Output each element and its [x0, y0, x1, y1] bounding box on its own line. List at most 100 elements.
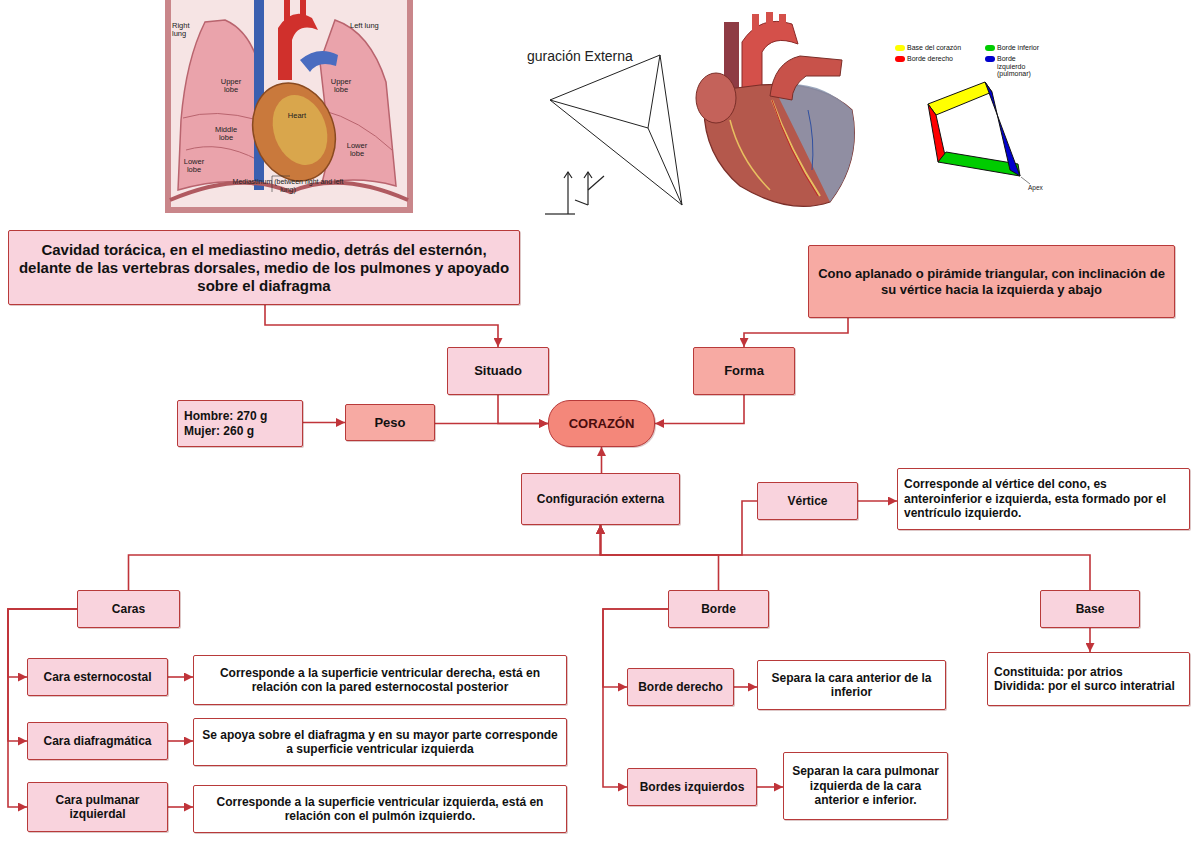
figure-label: Lower lobe — [342, 142, 372, 159]
figure-label: Upper lobe — [326, 78, 356, 95]
drawing-part — [300, 0, 306, 20]
connector-arrow — [435, 423, 548, 425]
node-text: Caras — [84, 602, 173, 616]
drawing-part — [928, 82, 992, 115]
figure-label: Middle lobe — [210, 126, 242, 143]
figure-label: Lower lobe — [180, 158, 208, 175]
concept-box: Cara esternocostal — [27, 658, 168, 696]
drawing-part — [168, 0, 410, 210]
connector-arrow — [858, 500, 897, 502]
concept-box: Corresponde al vértice del cono, es ante… — [897, 468, 1190, 530]
drawing-part — [985, 82, 1020, 176]
connector-arrow — [168, 806, 193, 808]
concept-box: Caras — [77, 590, 180, 628]
drawing-part — [550, 55, 682, 205]
legend-item: Borde derecho — [895, 55, 980, 63]
drawing-part — [320, 20, 396, 186]
connector-arrow — [8, 609, 77, 807]
connector-arrow — [601, 525, 719, 590]
drawing-part — [239, 71, 348, 192]
figure-label: Right lung — [172, 22, 202, 39]
node-text: Base — [1047, 602, 1133, 616]
thorax-illustration — [168, 0, 410, 210]
drawing-part — [772, 100, 820, 196]
drawing-part — [1021, 177, 1030, 184]
drawing-part — [300, 51, 338, 72]
figure-label: Left lung — [350, 22, 380, 30]
connector-arrow — [601, 447, 603, 473]
drawing-part — [263, 87, 336, 172]
node-text: Hombre: 270 g — [184, 409, 296, 423]
drawing-part — [178, 20, 258, 190]
drawing-part — [772, 100, 818, 196]
concept-box: Cono aplanado o pirámide triangular, con… — [808, 245, 1175, 318]
legend-text: Borde inferior — [997, 44, 1039, 52]
node-text: Corresponde al vértice del cono, es ante… — [904, 477, 1183, 520]
concept-box: Situado — [447, 347, 549, 395]
node-text: Cara pulmanar izquierdal — [34, 793, 161, 822]
heart-illustration — [696, 12, 854, 206]
node-text: Situado — [454, 363, 542, 379]
drawing-part — [752, 14, 759, 32]
drawing-part — [168, 0, 410, 210]
concept-box: Base — [1040, 590, 1140, 628]
label-text: Left lung — [350, 21, 379, 30]
node-text: Constituida: por atrios — [994, 665, 1183, 679]
node-text: Borde derecho — [634, 680, 727, 694]
concept-box: CORAZÓN — [548, 400, 655, 447]
label-text: Lower lobe — [347, 141, 367, 158]
label-text: Lower lobe — [184, 157, 204, 174]
label-text: Upper lobe — [331, 77, 351, 94]
node-text: Dividida: por el surco interatrial — [994, 679, 1183, 693]
legend-text: Borde derecho — [907, 55, 953, 63]
legend-swatch — [985, 56, 995, 62]
concept-box: Separan la cara pulmonar izquierda de la… — [783, 752, 948, 820]
drawing-part — [588, 176, 604, 190]
figure-label: Apex — [1028, 184, 1058, 191]
legend-item: Base del corazón — [895, 44, 980, 52]
concept-box: Configuración externa — [521, 473, 680, 525]
drawing-part — [575, 200, 588, 205]
node-text: Borde — [675, 602, 762, 616]
concept-box: Forma — [693, 347, 795, 395]
drawing-part — [278, 14, 318, 80]
drawing-part — [779, 14, 786, 30]
figure-label: guración Externa — [527, 49, 647, 64]
connector-arrow — [129, 525, 601, 590]
drawing-part — [550, 100, 648, 128]
concept-box: Cavidad torácica, en el mediastino medio… — [8, 230, 520, 305]
node-text: Configuración externa — [528, 492, 673, 506]
concept-box: Separa la cara anterior de la inferior — [757, 660, 946, 710]
axes-symbol — [545, 172, 604, 214]
node-text: Forma — [700, 363, 788, 379]
pyramid-sketch — [550, 55, 682, 205]
border-scheme — [928, 82, 1030, 184]
drawing-part — [564, 172, 572, 178]
drawing-part — [775, 84, 854, 202]
figure-label: Upper lobe — [216, 78, 246, 95]
node-text: Corresponde a la superficie ventricular … — [200, 795, 560, 824]
node-text: Cara esternocostal — [34, 670, 161, 684]
label-text: Right lung — [172, 21, 190, 38]
node-text: Cono aplanado o pirámide triangular, con… — [815, 266, 1168, 297]
node-text: Separa la cara anterior de la inferior — [764, 671, 939, 700]
drawing-part — [587, 172, 588, 205]
drawing-part — [648, 128, 682, 205]
node-text: Corresponde a la superficie ventricular … — [200, 666, 560, 695]
label-text: Apex — [1028, 184, 1043, 191]
drawing-part — [584, 172, 592, 178]
connector-arrow — [168, 740, 193, 742]
connector-arrow — [303, 422, 345, 424]
connector-arrow — [265, 305, 498, 347]
label-text: Upper lobe — [221, 77, 241, 94]
label-text: Heart — [288, 111, 306, 120]
connector-arrow — [757, 786, 783, 788]
node-text: Cavidad torácica, en el mediastino medio… — [15, 241, 513, 295]
drawing-part — [808, 110, 813, 170]
legend-swatch — [895, 45, 905, 51]
label-text: guración Externa — [527, 48, 633, 64]
legend-swatch — [985, 45, 995, 51]
connector-arrow — [1089, 628, 1091, 652]
concept-box: Bordes izquierdos — [627, 768, 757, 806]
label-text: Mediastinum (between right and left lung… — [233, 178, 344, 193]
